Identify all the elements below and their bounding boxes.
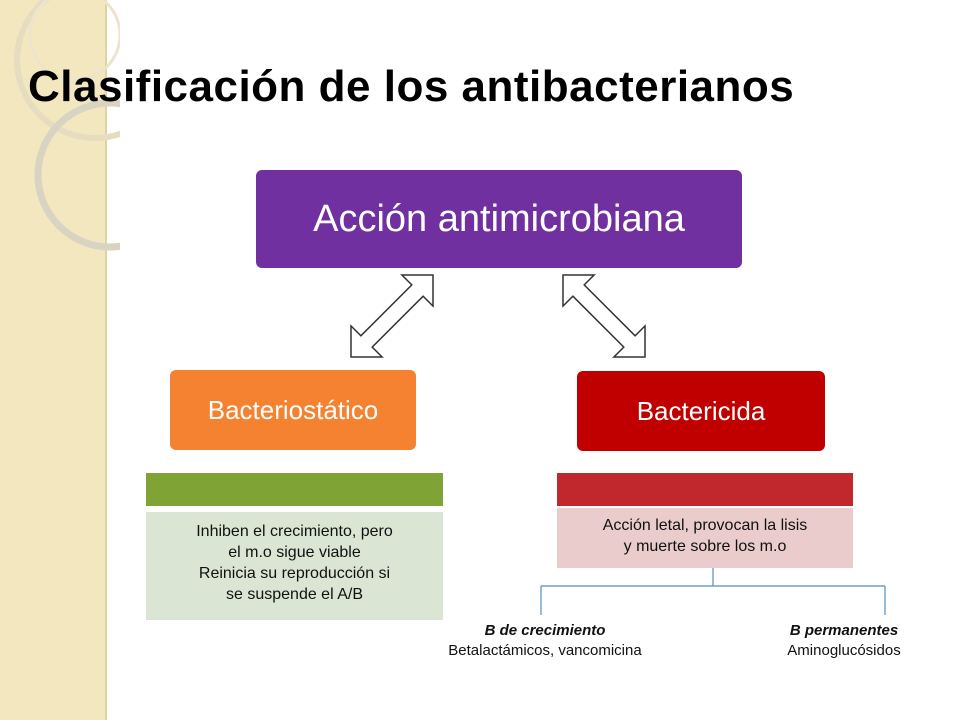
subtype-growth: B de crecimiento Betalactámicos, vancomi… bbox=[416, 621, 674, 661]
description-line: el m.o sigue viable bbox=[228, 544, 361, 561]
subtype-heading: B permanentes bbox=[789, 622, 899, 639]
subtype-examples: Betalactámicos, vancomicina bbox=[448, 642, 642, 659]
double-arrow-right bbox=[562, 274, 646, 358]
node-bactericidal: Bactericida bbox=[577, 371, 825, 451]
description-line: Reinicia su reproducción si bbox=[198, 565, 391, 582]
decorative-sidebar bbox=[0, 0, 105, 720]
description-line: y muerte sobre los m.o bbox=[623, 538, 787, 555]
sidebar-divider bbox=[105, 0, 107, 720]
bactericidal-description: Acción letal, provocan la lisis y muerte… bbox=[557, 508, 853, 568]
decorative-rings bbox=[14, 0, 120, 251]
node-bacteriostatic: Bacteriostático bbox=[170, 370, 416, 450]
page-title: Clasificación de los antibacterianos bbox=[28, 62, 795, 111]
subtype-examples: Aminoglucósidos bbox=[787, 642, 901, 659]
node-antimicrobial-action: Acción antimicrobiana bbox=[256, 170, 742, 268]
subtype-permanent: B permanentes Aminoglucósidos bbox=[754, 621, 934, 661]
double-arrow-left bbox=[350, 274, 434, 358]
bactericidal-header-bar bbox=[557, 473, 853, 506]
description-line: se suspende el A/B bbox=[226, 586, 363, 603]
bacteriostatic-header-bar bbox=[146, 473, 443, 506]
description-line: Acción letal, provocan la lisis bbox=[602, 517, 808, 534]
bacteriostatic-description: Inhiben el crecimiento, pero el m.o sigu… bbox=[146, 512, 443, 620]
subtype-heading: B de crecimiento bbox=[484, 622, 606, 639]
subtype-connector-lines bbox=[540, 563, 886, 615]
description-line: Inhiben el crecimiento, pero bbox=[196, 523, 393, 540]
